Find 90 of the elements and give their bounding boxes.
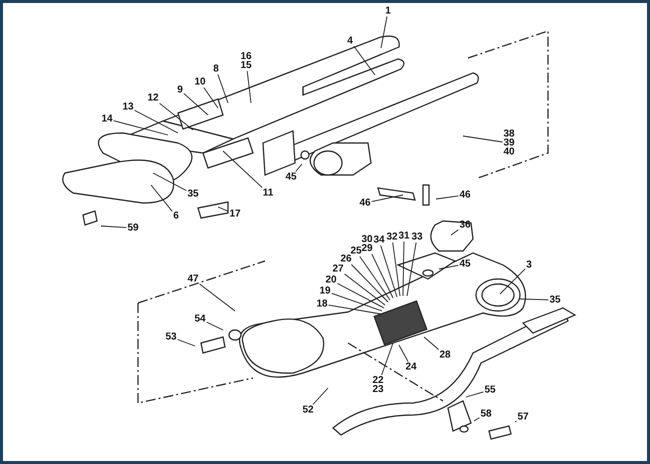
leader-line	[218, 206, 229, 212]
callout-number: 29	[361, 244, 373, 253]
callout-number: 28	[439, 350, 451, 360]
callout-number: 9	[177, 86, 183, 94]
leader-line	[402, 241, 404, 296]
callout-number: 14	[101, 114, 113, 124]
callout-number: 23	[372, 385, 384, 394]
callout-number: 18	[316, 300, 328, 308]
leader-line	[392, 242, 400, 296]
leader-line	[331, 292, 382, 312]
callout-number: 15	[240, 61, 252, 70]
leader-line	[222, 150, 263, 188]
callout-number: 35	[549, 296, 561, 304]
callout-number: 46	[459, 190, 471, 200]
callout-number: 4	[347, 36, 353, 46]
callout-number: 36	[459, 220, 471, 230]
callout-number: 1	[385, 6, 391, 16]
leader-line	[436, 195, 459, 200]
callout-number: 27	[332, 264, 344, 274]
leader-line	[337, 283, 384, 308]
callout-number: 52	[302, 406, 314, 414]
leader-line	[438, 264, 459, 270]
callout-number: 34	[373, 236, 385, 244]
callout-number: 45	[459, 260, 471, 268]
leader-line	[474, 417, 480, 422]
leader-line	[177, 339, 196, 346]
callout-number: 55	[484, 386, 496, 394]
leader-line	[150, 184, 173, 212]
callout-number: 19	[319, 286, 331, 296]
leader-line	[199, 284, 236, 312]
callout-number: 54	[194, 314, 206, 324]
leader-line	[350, 264, 388, 302]
leader-line	[203, 87, 218, 108]
leader-line	[217, 74, 228, 104]
leader-line	[328, 304, 382, 314]
callout-number: 31	[398, 232, 410, 240]
callout-number: 47	[187, 274, 199, 284]
leader-line	[353, 46, 376, 76]
callout-number: 16	[240, 52, 252, 61]
callout-number: 10	[194, 78, 206, 86]
leader-line	[295, 164, 302, 172]
leader-line	[380, 16, 388, 48]
leader-line	[183, 92, 208, 116]
leader-line	[371, 254, 394, 298]
callout-number: 8	[213, 64, 219, 74]
callout-number: 3	[526, 260, 532, 270]
callout-number: 32	[386, 232, 398, 242]
callout-number: 40	[503, 148, 515, 156]
callout-number: 20	[325, 276, 337, 284]
callout-number: 13	[122, 102, 134, 112]
leader-line	[344, 274, 386, 306]
leader-line	[113, 120, 168, 136]
callout-number: 6	[173, 212, 179, 220]
leader-line	[100, 226, 127, 228]
callout-number: 33	[411, 232, 423, 242]
callout-number: 53	[165, 332, 177, 342]
callout-number: 25	[350, 246, 362, 256]
callout-number: 38	[503, 130, 515, 138]
leader-line	[398, 344, 408, 362]
leader-line	[246, 70, 252, 104]
leader-line	[466, 391, 484, 398]
callout-number: 39	[503, 138, 515, 148]
leader-line	[380, 245, 398, 298]
callout-number: 26	[340, 254, 352, 264]
leader-line	[312, 388, 328, 405]
leader-line	[406, 242, 417, 296]
callout-number: 30	[361, 235, 373, 244]
leader-line	[159, 102, 194, 130]
leader-line	[462, 136, 503, 142]
leader-line	[514, 420, 517, 422]
callout-number: 12	[147, 94, 159, 102]
leader-line	[152, 172, 187, 192]
callout-number: 45	[285, 172, 297, 182]
leader-line	[371, 194, 404, 202]
callout-number: 58	[480, 410, 492, 418]
callout-number: 22	[372, 376, 384, 385]
leader-line	[206, 322, 224, 330]
leader-line	[134, 110, 178, 134]
callout-number: 59	[127, 224, 139, 232]
callout-number: 24	[405, 362, 417, 372]
leader-line	[359, 256, 390, 300]
leader-line	[450, 229, 459, 236]
leader-line	[381, 342, 394, 376]
callout-number: 17	[229, 210, 241, 218]
callout-number: 57	[517, 412, 529, 422]
callout-number: 35	[187, 190, 199, 198]
leader-line	[424, 336, 440, 350]
callout-number: 46	[359, 198, 371, 208]
leader-line	[520, 298, 549, 300]
callout-number: 11	[262, 188, 274, 198]
